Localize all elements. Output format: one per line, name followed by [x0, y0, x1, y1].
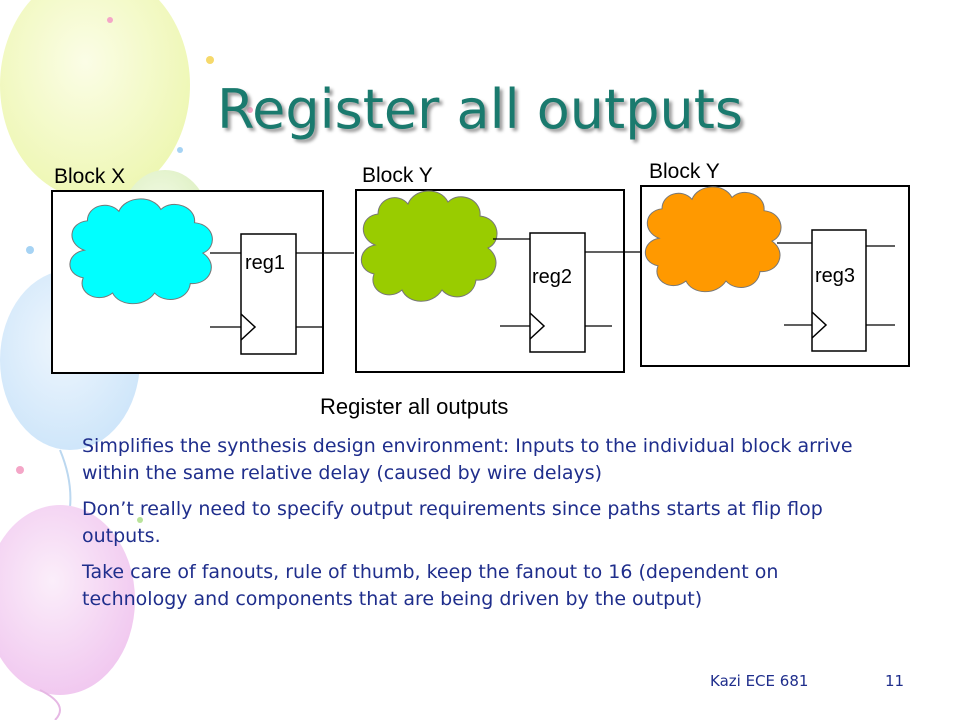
- reg3-clock-marker: [811, 311, 828, 339]
- block-y2: Block Y reg3: [640, 160, 910, 367]
- slide-title: Register all outputs: [217, 78, 743, 141]
- bullet-item: Simplifies the synthesis design environm…: [82, 435, 853, 484]
- block-y2-label: Block Y: [649, 160, 720, 183]
- confetti: [16, 17, 253, 523]
- block-x: Block X reg1: [51, 165, 354, 374]
- reg1-label: reg1: [245, 252, 285, 274]
- reg2-clock-marker: [529, 312, 546, 340]
- block-x-label: Block X: [54, 165, 125, 188]
- bullet-item: Take care of fanouts, rule of thumb, kee…: [82, 561, 779, 610]
- bullet-item: Don’t really need to specify output requ…: [82, 498, 823, 547]
- reg3-box: [811, 229, 867, 352]
- block-y1-label: Block Y: [362, 164, 433, 187]
- reg3-label: reg3: [815, 265, 855, 287]
- reg2-box: [529, 232, 586, 353]
- bullet-list: Simplifies the synthesis design environm…: [82, 433, 882, 622]
- footer-course: Kazi ECE 681: [710, 672, 809, 690]
- block-y1: Block Y reg2: [355, 164, 642, 373]
- balloon-pink: [0, 505, 135, 720]
- reg1-clock-marker: [240, 313, 257, 341]
- page-number: 11: [885, 672, 905, 690]
- reg1-box: [240, 233, 297, 355]
- diagram-caption: Register all outputs: [320, 394, 508, 419]
- reg2-label: reg2: [532, 266, 572, 288]
